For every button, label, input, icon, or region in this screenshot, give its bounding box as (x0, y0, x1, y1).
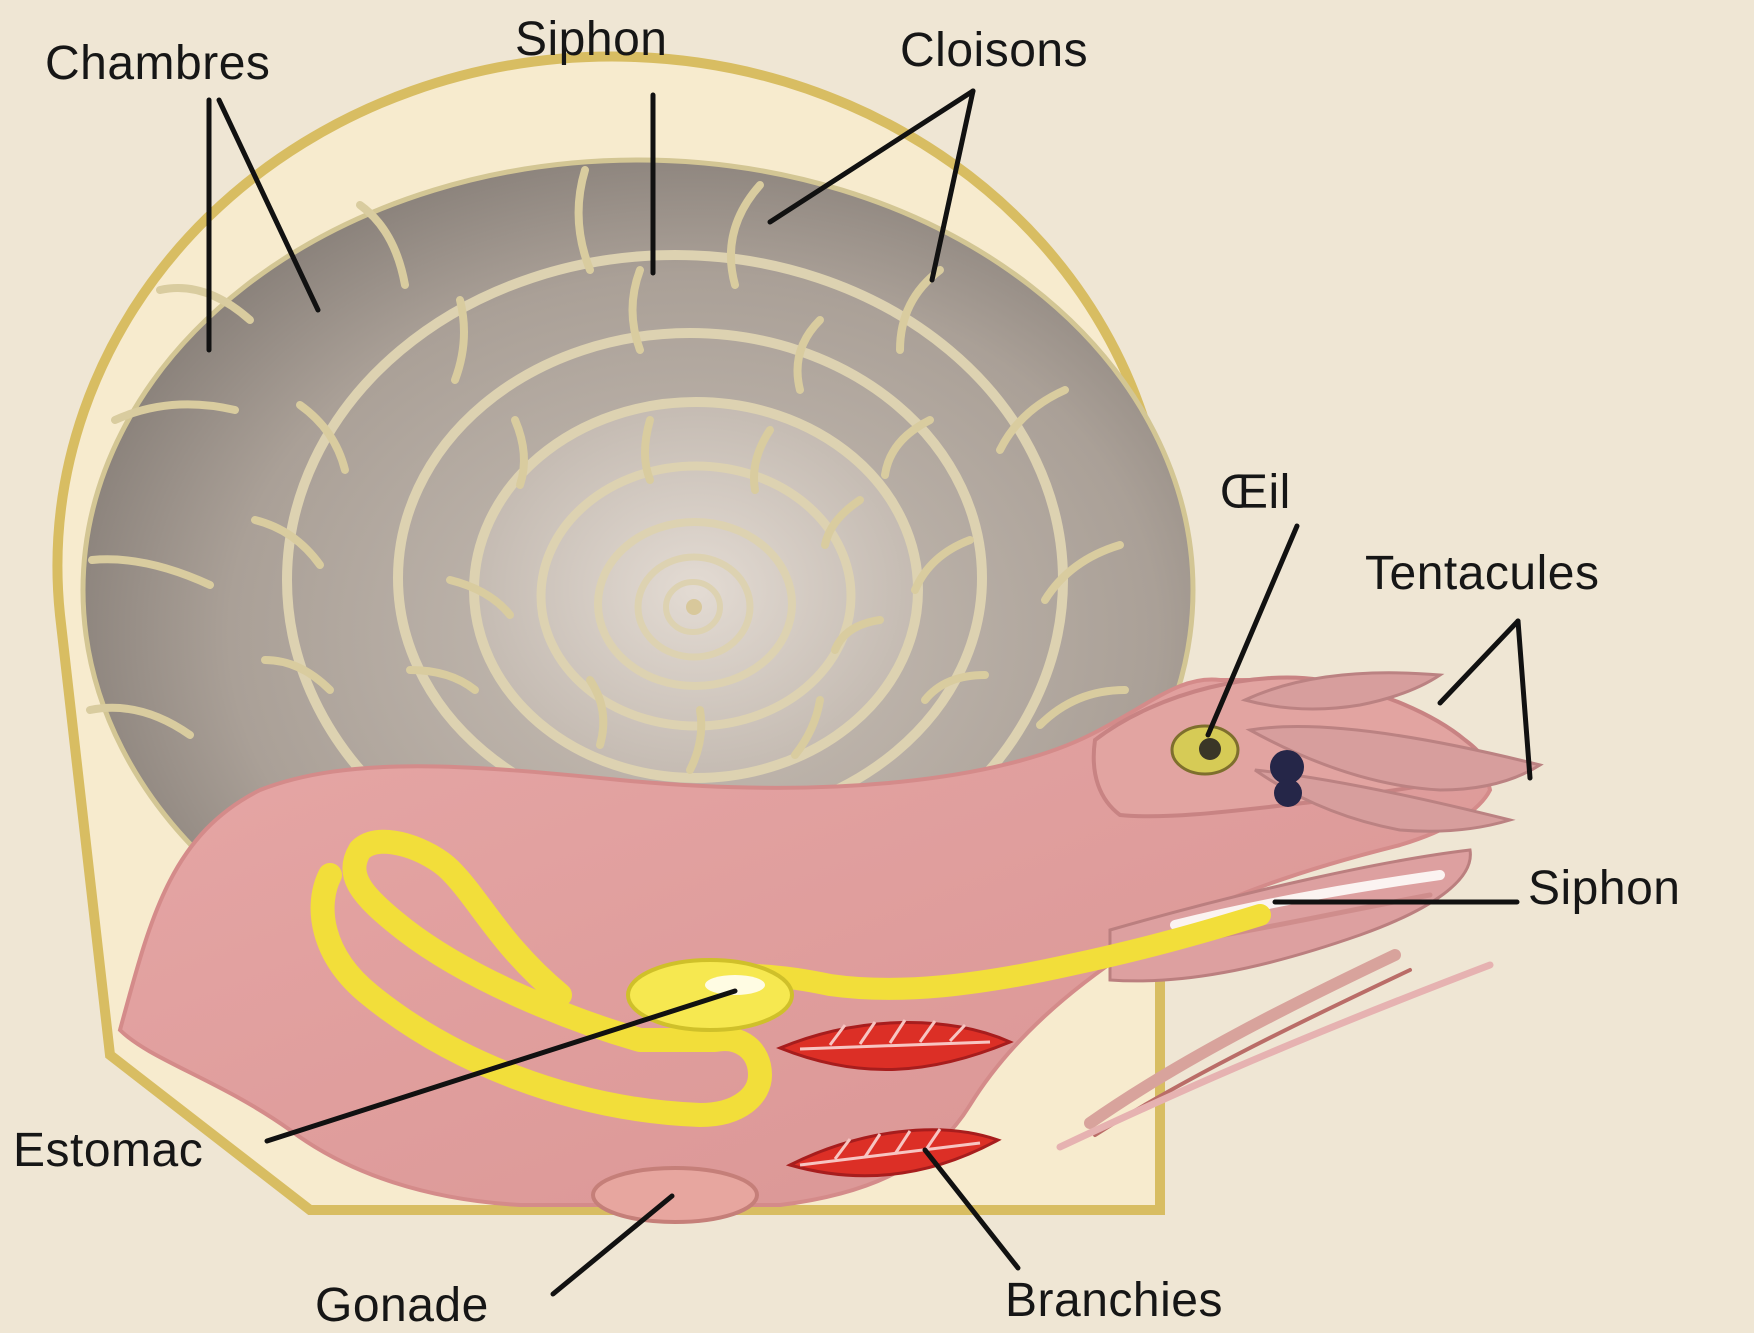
gonade-icon (593, 1168, 757, 1222)
chambres-label: Chambres (45, 40, 270, 88)
cloisons-label: Cloisons (900, 27, 1088, 75)
estomac-label: Estomac (13, 1127, 203, 1175)
tentacules-label: Tentacules (1365, 550, 1599, 598)
siphon-right-label: Siphon (1528, 865, 1680, 913)
gonade-label: Gonade (315, 1282, 489, 1330)
oeil-label: Œil (1220, 469, 1291, 517)
branchies-label: Branchies (1005, 1277, 1223, 1325)
siphon-top-label: Siphon (515, 16, 667, 64)
